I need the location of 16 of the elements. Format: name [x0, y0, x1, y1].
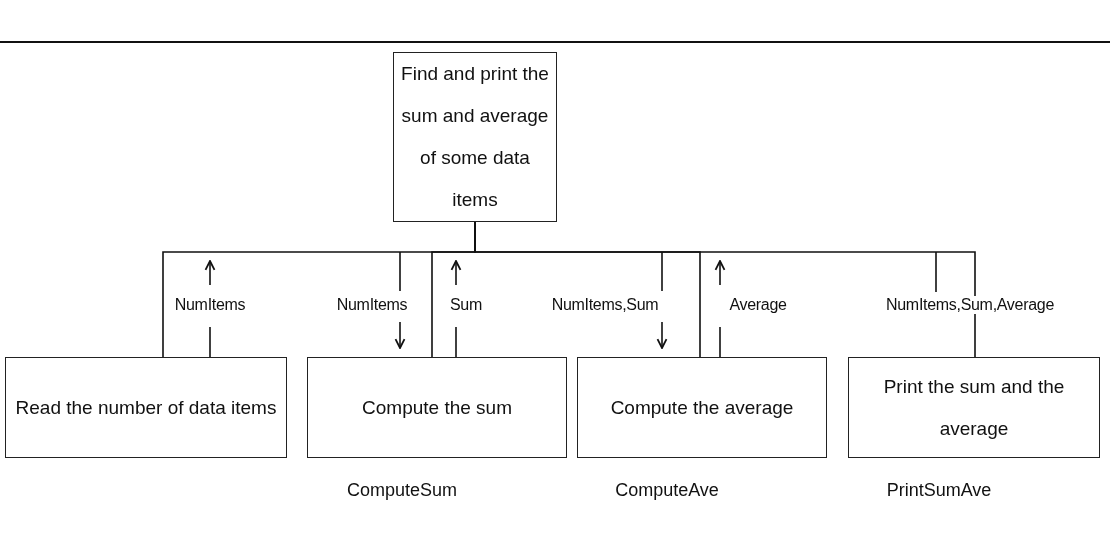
data-label: NumItems,Sum,Average: [885, 296, 1055, 314]
box-text: Find and print the sum and average of some data items: [400, 62, 550, 212]
process-box: [5, 357, 287, 458]
process-box: [393, 52, 557, 222]
module-name: ComputeAve: [615, 480, 719, 501]
module-name: ComputeSum: [346, 480, 458, 501]
data-label: Average: [728, 296, 788, 314]
process-box: [307, 357, 567, 458]
process-box: [848, 357, 1100, 458]
data-label: NumItems,Sum: [550, 296, 660, 314]
module-name: PrintSumAve: [886, 480, 992, 501]
process-box: [577, 357, 827, 458]
box-text: Compute the average: [609, 395, 795, 420]
box-text: Read the number of data items: [14, 395, 278, 420]
box-text: Print the sum and the average: [882, 374, 1066, 441]
box-text: Compute the sum: [361, 395, 513, 420]
